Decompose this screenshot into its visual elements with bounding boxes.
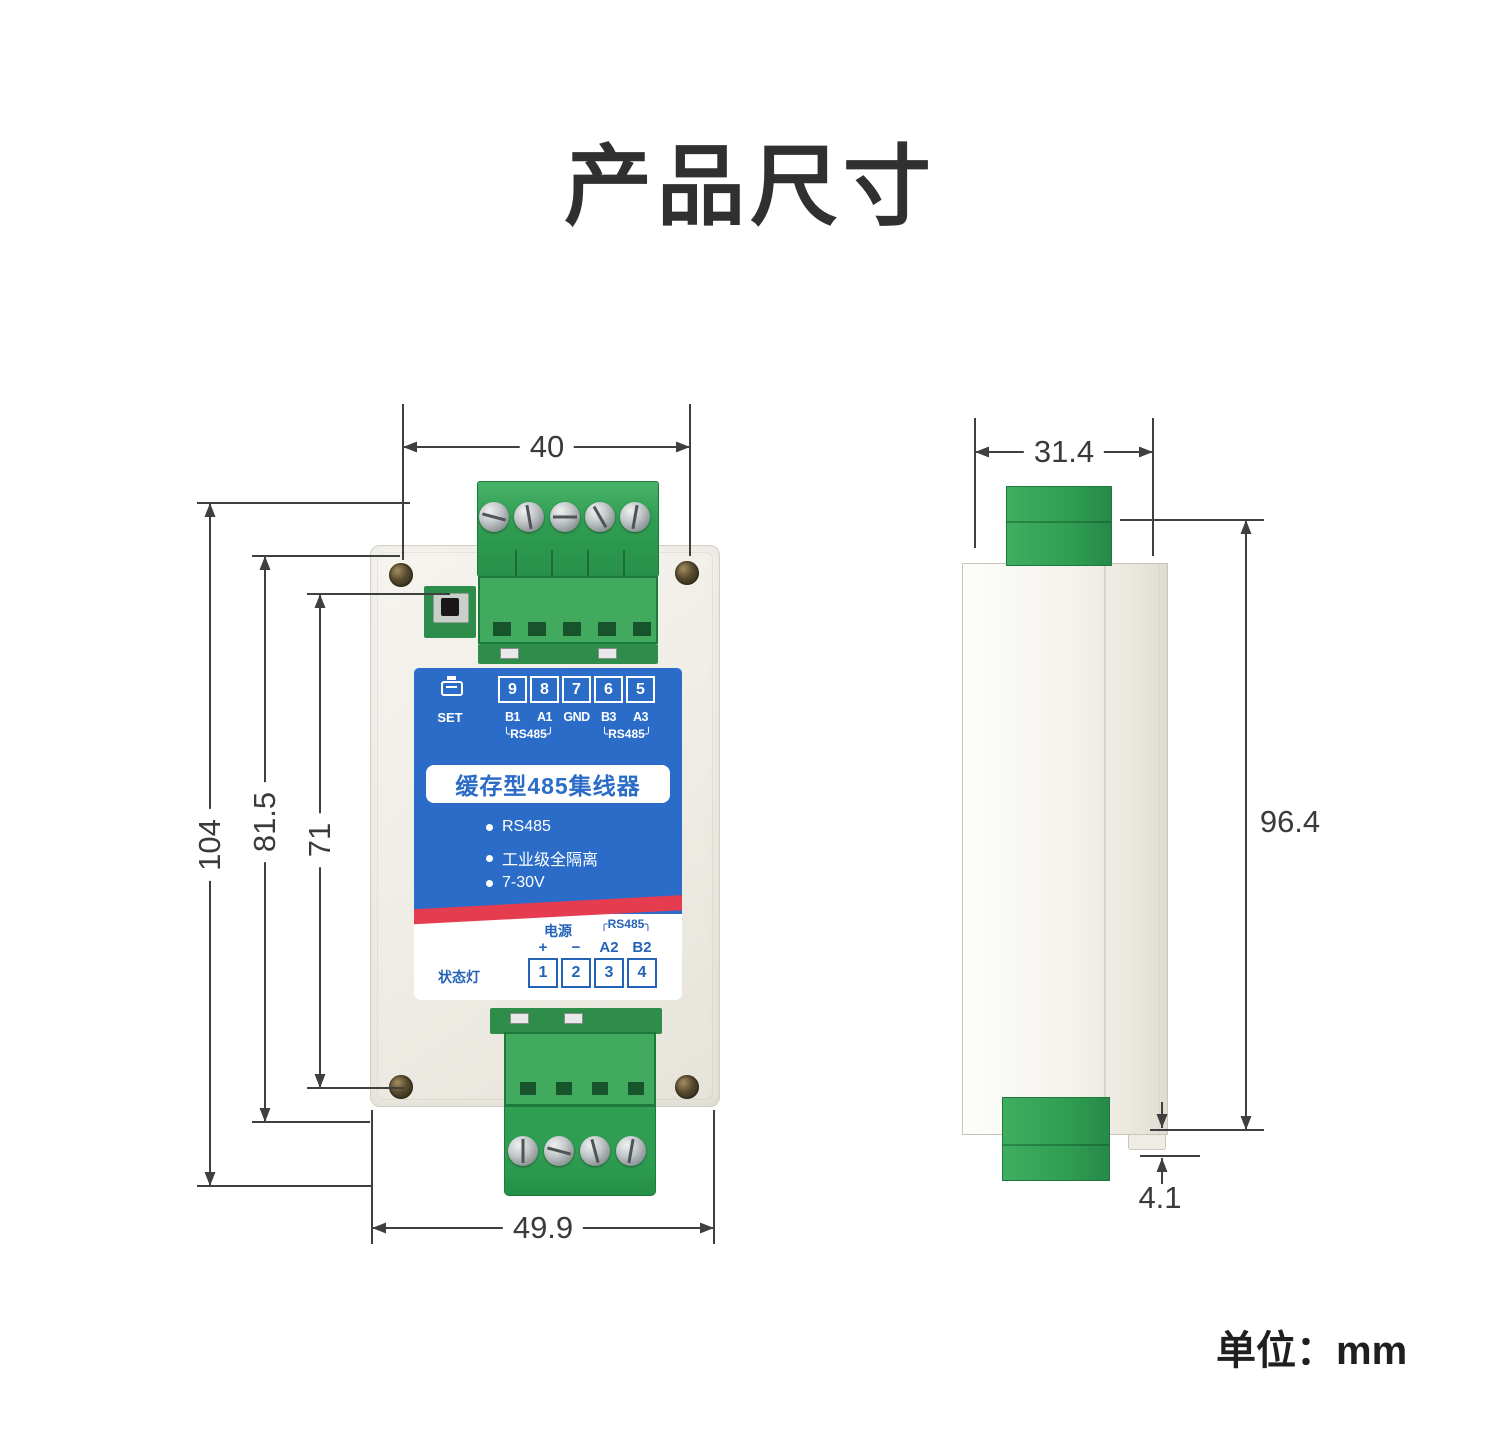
led-component	[598, 648, 617, 659]
dim-front-height-mid: 81.5	[247, 781, 283, 863]
pin-b2: B2	[632, 939, 652, 956]
unit-label: 单位：mm	[1216, 1329, 1408, 1373]
top-terminal-number-row: 9 8 7 6 5	[498, 676, 655, 703]
rs485-bracket-bottom: RS485	[594, 917, 658, 931]
dim-front-bottom-width: 49.9	[502, 1210, 584, 1246]
feature-text: RS485	[502, 818, 551, 835]
terminal-screw	[585, 502, 615, 532]
terminal-divider	[587, 550, 589, 576]
terminal-divider	[551, 550, 553, 576]
product-label: 9 8 7 6 5 SET B1 A1 GND B3 A3 RS485 RS48…	[414, 668, 682, 1000]
terminal-divider	[515, 550, 517, 576]
terminal-number-6: 6	[594, 676, 623, 703]
status-led-label: 状态灯	[438, 969, 480, 985]
terminal-slot	[528, 622, 546, 636]
dim-front-top-width: 40	[519, 429, 575, 465]
terminal-number-4: 4	[627, 958, 657, 988]
led-component	[510, 1013, 529, 1024]
top-terminal-socket	[478, 576, 658, 644]
product-name: 缓存型485集线器	[426, 765, 670, 803]
connector-seam	[1003, 1144, 1109, 1146]
power-label: 电源	[544, 923, 572, 939]
top-terminal-pin-row: B1 A1 GND B3 A3	[498, 710, 655, 724]
terminal-number-8: 8	[530, 676, 559, 703]
terminal-screw	[620, 502, 650, 532]
mounting-hole-bottom-left	[389, 1075, 413, 1099]
pin-a2: A2	[599, 939, 619, 956]
dim-side-width: 31.4	[1023, 434, 1105, 470]
led-component	[500, 648, 519, 659]
terminal-number-5: 5	[626, 676, 655, 703]
page-title: 产品尺寸	[563, 137, 936, 236]
rs485-bracket-left: RS485	[498, 727, 559, 741]
terminal-screw	[514, 502, 544, 532]
terminal-screw	[580, 1136, 610, 1166]
terminal-screw	[550, 502, 580, 532]
terminal-slot	[556, 1082, 572, 1095]
set-label: SET	[437, 710, 463, 725]
top-terminal-block	[477, 481, 659, 577]
terminal-slot	[493, 622, 511, 636]
bottom-terminal-number-row: 1 2 3 4	[528, 958, 657, 988]
bottom-terminal-block	[504, 1106, 656, 1196]
feature-text: 7-30V	[502, 874, 545, 891]
terminal-number-3: 3	[594, 958, 624, 988]
bottom-terminal-socket	[504, 1032, 656, 1106]
bullet-icon	[486, 854, 493, 862]
side-connector-top	[1006, 486, 1112, 566]
terminal-number-1: 1	[528, 958, 558, 988]
terminal-slot	[598, 622, 616, 636]
set-port-icon	[441, 676, 463, 696]
terminal-number-7: 7	[562, 676, 591, 703]
din-rail-clip	[1128, 1134, 1166, 1150]
pin-b1: B1	[505, 710, 520, 724]
feature-text: 工业级全隔离	[502, 852, 599, 869]
pin-a3: A3	[633, 710, 648, 724]
terminal-slot	[563, 622, 581, 636]
mounting-hole-top-left	[389, 563, 413, 587]
dim-front-height-inner: 71	[302, 812, 338, 868]
feature-item: RS485	[486, 818, 551, 836]
dim-side-clip: 4.1	[1138, 1180, 1182, 1215]
dim-side-height: 96.4	[1259, 804, 1321, 839]
terminal-slot	[633, 622, 651, 636]
terminal-screw	[616, 1136, 646, 1166]
led-component	[564, 1013, 583, 1024]
pin-minus: −	[571, 939, 581, 956]
bottom-terminal-pin-row: + − A2 B2	[528, 939, 657, 956]
terminal-slot	[592, 1082, 608, 1095]
mounting-hole-top-right	[675, 561, 699, 585]
feature-item: 工业级全隔离	[486, 846, 598, 870]
pin-a1: A1	[537, 710, 552, 724]
pin-plus: +	[538, 939, 548, 956]
connector-seam	[1007, 521, 1111, 523]
terminal-screw	[508, 1136, 538, 1166]
rs485-bracket-right: RS485	[595, 727, 658, 741]
bullet-icon	[486, 823, 493, 831]
case-seam	[1159, 564, 1160, 1134]
side-connector-bottom	[1002, 1097, 1110, 1181]
terminal-number-2: 2	[561, 958, 591, 988]
bullet-icon	[486, 879, 493, 887]
pin-gnd: GND	[563, 710, 590, 724]
set-button	[441, 598, 459, 616]
terminal-screw	[479, 502, 509, 532]
side-view-case	[962, 563, 1168, 1135]
terminal-screw	[544, 1136, 574, 1166]
terminal-slot	[628, 1082, 644, 1095]
terminal-number-9: 9	[498, 676, 527, 703]
mounting-hole-bottom-right	[675, 1075, 699, 1099]
dim-front-height-outer: 104	[192, 809, 228, 881]
pin-b3: B3	[601, 710, 616, 724]
feature-item: 7-30V	[486, 874, 545, 892]
terminal-slot	[520, 1082, 536, 1095]
case-seam	[1104, 564, 1106, 1134]
terminal-divider	[623, 550, 625, 576]
